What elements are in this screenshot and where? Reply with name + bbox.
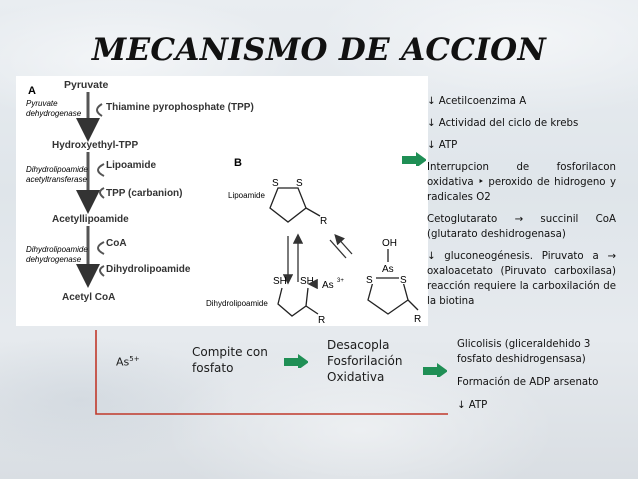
effect-item-atp: ↓ ATP bbox=[427, 140, 458, 151]
arrow-diag-line bbox=[329, 239, 347, 259]
lipoamide-ring bbox=[269, 187, 307, 223]
glycolysis-item-gliceraldehido: Glicolisis (gliceraldehido 3 fosfato des… bbox=[457, 339, 591, 365]
glycolysis-item-adp: Formación de ADP arsenato bbox=[457, 377, 599, 388]
pdh-label-2: dehydrogenase bbox=[26, 109, 82, 118]
lipoamide-label: Lipoamide bbox=[106, 160, 156, 171]
as-ring-r: R bbox=[414, 314, 421, 325]
as5-label: As5+ bbox=[116, 355, 140, 369]
effect-item-krebs: ↓ Actividad del ciclo de krebs bbox=[427, 118, 579, 129]
tpp-curve bbox=[96, 103, 103, 117]
as5-charge: 5+ bbox=[129, 355, 140, 363]
coa-label: CoA bbox=[106, 238, 127, 249]
effect-item-gluconeogenesis: ↓ gluconeogénesis. Piruvato a → oxaloace… bbox=[427, 251, 616, 307]
as-ring-r-bond bbox=[407, 299, 419, 311]
b-lipoamide-label: Lipoamide bbox=[228, 191, 265, 200]
dlta-label-2: acetyltransferase bbox=[26, 175, 87, 184]
as5-base: As bbox=[116, 355, 130, 369]
uncouple-line-1: Desacopla bbox=[327, 338, 390, 352]
lipo-s2: S bbox=[296, 178, 303, 189]
dihydro-r: R bbox=[318, 315, 325, 326]
panel-b-label: B bbox=[234, 157, 242, 169]
acetyllipoamide-label: Acetyllipoamide bbox=[52, 214, 129, 225]
dldh-label-2: dehydrogenase bbox=[26, 255, 82, 264]
dihydro-chain bbox=[277, 287, 309, 317]
bracket-line bbox=[95, 330, 448, 415]
hydroxyethyl-label: Hydroxyethyl-TPP bbox=[52, 140, 138, 151]
oh-label: OH bbox=[382, 238, 397, 249]
dlta-label-1: Dihydrolipoamide bbox=[26, 165, 88, 174]
uncouple-line-2: Fosforilación bbox=[327, 354, 403, 368]
lipo-r-bond bbox=[305, 207, 321, 217]
dihydro-r-bond bbox=[305, 305, 319, 315]
as-ring-label: As bbox=[382, 264, 394, 275]
tpp-carbanion-curve bbox=[99, 187, 105, 199]
tpp-label: Thiamine pyrophosphate (TPP) bbox=[106, 102, 254, 113]
mechanism-figure: A Pyruvate Pyruvate dehydrogenase Thiami… bbox=[16, 76, 428, 326]
uncouple-arrow-icon bbox=[284, 354, 308, 368]
compete-label: Compite con fosfato bbox=[192, 344, 268, 376]
effect-item-cetoglutarato: Cetoglutarato → succinil CoA (glutarato … bbox=[427, 214, 616, 240]
pdh-label-1: Pyruvate bbox=[26, 99, 58, 108]
dihydro-sh1: SH bbox=[273, 276, 287, 287]
pyruvate-label: Pyruvate bbox=[64, 79, 109, 91]
b-dihydrolipoamide-label: Dihydrolipoamide bbox=[206, 299, 268, 308]
lipo-r: R bbox=[320, 216, 327, 227]
glycolysis-arrow-icon bbox=[423, 363, 447, 377]
glycolysis-item-atp: ↓ ATP bbox=[457, 400, 488, 411]
dihydro-sh2: SH bbox=[300, 276, 314, 287]
lipoamide-curve bbox=[97, 163, 105, 177]
as-ring-s2: S bbox=[400, 275, 407, 286]
coa-curve bbox=[97, 241, 105, 255]
glycolysis-list: Glicolisis (gliceraldehido 3 fosfato des… bbox=[457, 337, 622, 421]
effects-arrow-icon bbox=[402, 152, 426, 166]
uncouple-line-3: Oxidativa bbox=[327, 370, 385, 384]
dihydrolipoamide-curve bbox=[99, 265, 105, 277]
compete-line-1: Compite con bbox=[192, 345, 268, 359]
as3-label: As bbox=[322, 280, 334, 291]
figure-svg: A Pyruvate Pyruvate dehydrogenase Thiami… bbox=[26, 79, 421, 326]
arsenic-ring bbox=[367, 277, 409, 315]
compete-line-2: fosfato bbox=[192, 361, 234, 375]
effect-item-acetilcoa: ↓ Acetilcoenzima A bbox=[427, 96, 527, 107]
dldh-label-1: Dihydrolipoamide bbox=[26, 245, 88, 254]
arrow-diag-up bbox=[334, 234, 353, 255]
acetyl-coa-label: Acetyl CoA bbox=[62, 292, 115, 303]
as-ring-s1: S bbox=[366, 275, 373, 286]
page-title: MECANISMO DE ACCION bbox=[91, 32, 547, 68]
panel-a-label: A bbox=[28, 85, 36, 97]
tpp-carbanion-label: TPP (carbanion) bbox=[106, 188, 183, 199]
effect-item-fosforilacion: Interrupcion de fosforilacon oxidativa ‣… bbox=[427, 162, 616, 203]
dihydrolipoamide-label: Dihydrolipoamide bbox=[106, 264, 191, 275]
effects-list: ↓ Acetilcoenzima A ↓ Actividad del ciclo… bbox=[427, 94, 616, 316]
uncouple-label: Desacopla Fosforilación Oxidativa bbox=[327, 337, 402, 385]
lipo-s1: S bbox=[272, 178, 279, 189]
as3-charge: 3+ bbox=[337, 278, 344, 284]
